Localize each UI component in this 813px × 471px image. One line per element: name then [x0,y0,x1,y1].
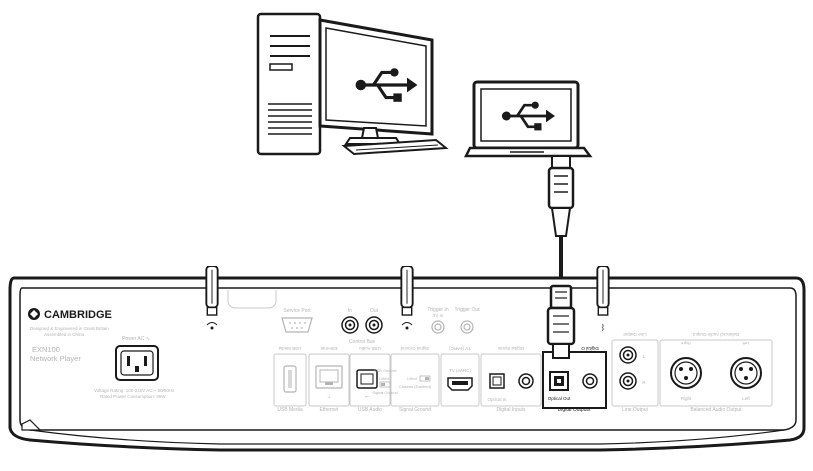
signal-ground-label-top: Signal Ground [400,346,429,351]
usb-ground-label: USB Ground [374,368,397,373]
digital-inputs-label: Digital Inputs [497,407,526,413]
usb-media-label: USB Media [277,407,303,413]
balanced-output-label: Balanced Audio Output [690,407,742,413]
usb-audio-label: USB Audio [358,407,382,413]
bluetooth-icon: ᛒ [601,323,606,332]
ethernet-port [315,365,343,389]
line-output-l: L [643,354,646,359]
antenna-icon [206,322,218,330]
line-output-right-jack [619,372,637,390]
tower-case [256,12,322,156]
model-number: EXN100 [32,345,60,354]
usb-media-label-top: USB Media [278,346,301,351]
control-bus-out-jack [365,316,383,334]
line-output-r: R [642,380,646,385]
optical-out-port [549,371,569,391]
xlr-left-connector [730,357,762,389]
voltage-rating: Voltage Rating: 100-240V AC ~ 50/60Hz [94,388,175,393]
ethernet-label: Ethernet [320,407,340,413]
trigger-in-label: Trigger In [427,307,448,313]
optical-out-label: Optical Out [548,396,571,401]
ethernet-label-top: Ethernet [320,346,338,351]
control-bus-out-label: Out [370,308,379,314]
digital-outputs-highlight [542,351,607,409]
usb-media-port [283,365,297,393]
digital-outputs-label: Digital Outputs [558,407,591,413]
hdmi-earc-port [447,377,473,391]
coaxial-out-jack [582,373,598,389]
usb-audio-icon: ⭠ [365,394,369,400]
control-bus-in-jack [341,316,359,334]
balanced-output-label-top: Balanced Audio Output [692,332,739,337]
usb-cable [547,155,575,286]
usb-ground-switch [379,381,391,388]
signal-ground-label: Signal Ground [399,407,431,413]
service-port-label: Service Port [283,308,311,314]
monitor [318,18,434,145]
usb-audio-label-top: USB Audio [359,346,381,351]
line-output-label-top: Line Output [623,332,647,337]
tv-earc-label: TV (eARC) [449,368,472,373]
usb-signal-ground: Signal Ground [372,390,398,395]
product-name: Network Player [30,354,81,363]
trigger-out-jack [460,320,474,334]
line-output-label: Line Output [622,407,648,413]
service-port [281,317,313,333]
digital-outputs-label-top: Digital O [581,346,599,351]
desktop-computer [256,12,449,156]
optical-in-label: Optical In [487,397,507,402]
brand-name: CAMBRIDGE [44,309,112,321]
brand-tagline-1: Designed & Engineered in Great Britain [30,326,109,331]
digital-inputs-label-top: Digital Inputs [497,346,524,351]
trigger-in-jack [431,320,445,334]
ethernet-icon: ⊥ [327,394,331,400]
line-output-left-jack [619,346,637,364]
chassis-earthed-label: Chassis (Earthed) [399,384,432,389]
bluetooth-antenna [596,266,610,317]
antenna-icon [401,322,413,330]
coaxial-in-jack [518,373,534,389]
laptop [463,80,593,158]
left-label-top: Left [742,341,750,346]
usb-ground-lifted: Lifted [379,376,389,381]
keyboard [341,138,449,156]
section-frames [273,339,773,407]
right-label-top: Right [680,341,690,346]
tv-earc-label-top: TV (eARC) [449,346,472,351]
optical-in-port [489,373,505,389]
control-bus-label: Control Bus [349,339,376,345]
signal-ground-lifted: Lifted [407,376,417,381]
power-inlet [115,345,159,381]
trigger-out-label: Trigger Out [454,307,480,313]
control-bus-in-label: In [348,308,352,314]
xlr-right-connector [670,357,702,389]
usb-audio-port [356,369,378,389]
signal-ground-switch [419,375,431,382]
power-consumption: Rated Power Consumption: 35W [100,394,166,399]
wifi-antenna-left [205,266,219,317]
brand-logo [28,308,40,320]
right-label: Right [681,396,692,401]
power-label: Power AC ∿ [122,336,150,342]
trigger-in-voltage: 3V in [433,313,444,318]
brand-tagline-2: Assembled in China [44,332,85,337]
wifi-antenna-middle [400,266,414,317]
usb-plug-inserted [546,284,576,359]
left-label: Left [742,396,750,401]
